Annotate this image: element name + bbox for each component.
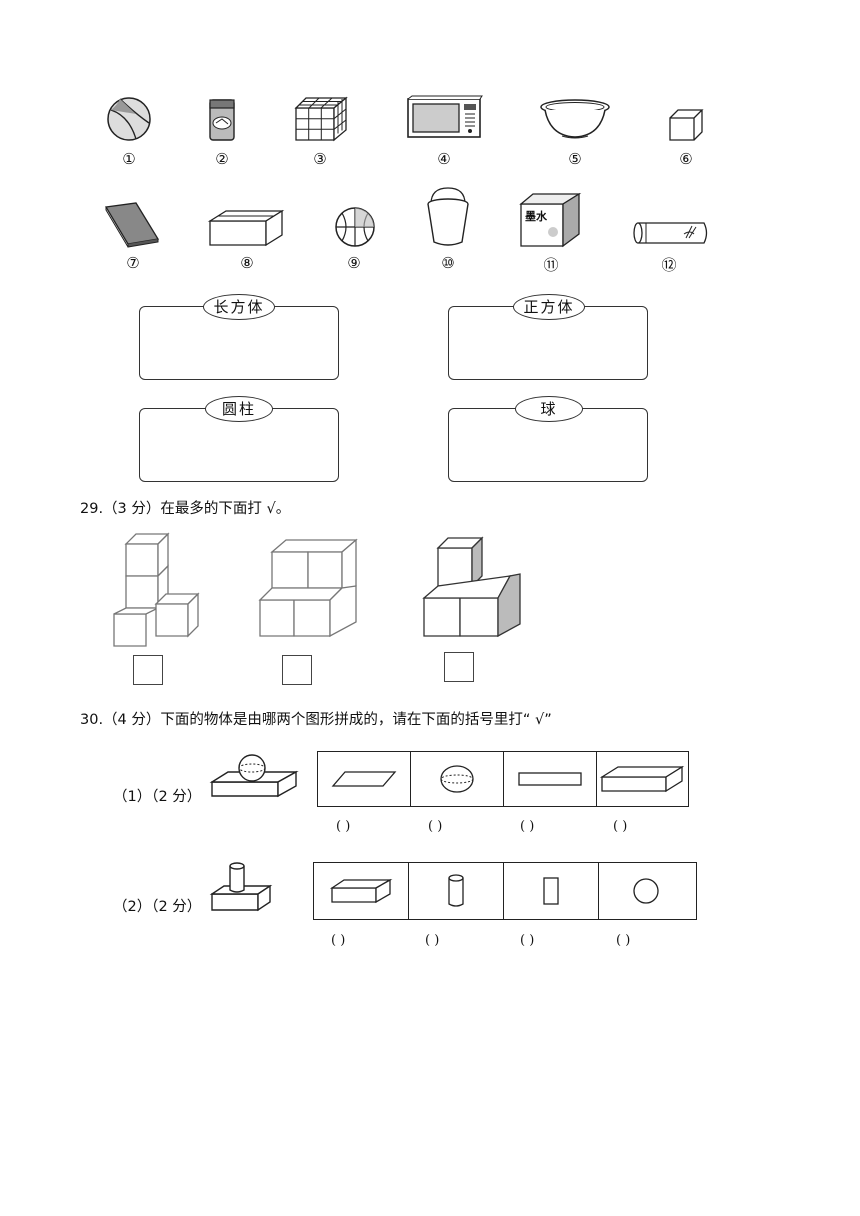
object-number: ⑦: [126, 254, 140, 272]
answer-paren[interactable]: ( ): [520, 819, 535, 834]
cardboard-box-icon: [207, 209, 285, 247]
object-number: ⑤: [568, 150, 582, 168]
object-number: ③: [313, 150, 327, 168]
can-icon: [209, 99, 235, 141]
object-number: ⑫: [661, 256, 677, 274]
circle-icon: [633, 878, 659, 904]
option-cylinder[interactable]: [409, 863, 504, 919]
basketball-icon: [335, 207, 375, 247]
option-rectangle[interactable]: [504, 752, 597, 806]
category-label-cylinder: 圆柱: [205, 396, 273, 422]
answer-box-1[interactable]: [133, 655, 163, 685]
answer-paren[interactable]: ( ): [613, 819, 628, 834]
answer-paren[interactable]: ( ): [520, 933, 535, 948]
ball-icon: [107, 97, 151, 141]
category-label-sphere: 球: [515, 396, 583, 422]
shape-options-strip-2: [313, 862, 697, 920]
cube-stack-1-figure: [113, 532, 200, 647]
object-number: ⑩: [441, 254, 455, 272]
question-30-part-1: （1）（2 分）: [113, 789, 202, 805]
object-number: ④: [437, 150, 451, 168]
option-tall-rectangle[interactable]: [504, 863, 599, 919]
object-number: ⑪: [543, 256, 559, 274]
answer-paren[interactable]: ( ): [428, 819, 443, 834]
rectangle-icon: [518, 772, 582, 786]
object-number: ⑧: [240, 254, 254, 272]
option-cuboid[interactable]: [314, 863, 409, 919]
cube-stack-2-figure: [258, 538, 358, 638]
cuboid-icon: [329, 878, 393, 904]
ink-box-icon: 墨水: [519, 192, 582, 248]
tube-icon: [633, 222, 708, 244]
answer-paren[interactable]: ( ): [616, 933, 631, 948]
parallelogram-icon: [331, 771, 397, 787]
question-30: 30.（4 分）下面的物体是由哪两个图形拼成的，请在下面的括号里打“ √”: [80, 712, 552, 728]
tall-rectangle-icon: [543, 877, 559, 905]
answer-box-3[interactable]: [444, 652, 474, 682]
answer-paren[interactable]: ( ): [425, 933, 440, 948]
object-number: ⑨: [347, 254, 361, 272]
option-sphere[interactable]: [411, 752, 504, 806]
sphere-icon: [440, 765, 474, 793]
shape-options-strip-1: [317, 751, 689, 807]
cylinder-icon: [448, 874, 464, 907]
microwave-icon: [407, 95, 483, 138]
answer-paren[interactable]: ( ): [331, 933, 346, 948]
option-slab[interactable]: [597, 752, 687, 806]
question-29: 29.（3 分）在最多的下面打 √。: [80, 501, 291, 517]
bucket-icon: [427, 187, 469, 246]
object-number: ①: [122, 150, 136, 168]
cylinder-on-block-figure: [209, 862, 273, 912]
book-icon: [104, 202, 160, 248]
ink-box-label: 墨水: [525, 209, 548, 223]
bowl-icon: [540, 99, 610, 139]
sphere-on-slab-figure: [209, 754, 299, 798]
option-circle[interactable]: [599, 863, 693, 919]
slab-icon: [599, 765, 685, 793]
small-cube-icon: [669, 109, 704, 141]
question-30-part-2: （2）（2 分）: [113, 899, 202, 915]
object-number: ②: [215, 150, 229, 168]
cube-stack-3-figure: [422, 536, 521, 638]
category-label-cube: 正方体: [513, 294, 585, 320]
rubiks-cube-icon: [294, 96, 348, 142]
answer-paren[interactable]: ( ): [336, 819, 351, 834]
option-parallelogram[interactable]: [318, 752, 411, 806]
category-label-cuboid: 长方体: [203, 294, 275, 320]
answer-box-2[interactable]: [282, 655, 312, 685]
object-number: ⑥: [679, 150, 693, 168]
